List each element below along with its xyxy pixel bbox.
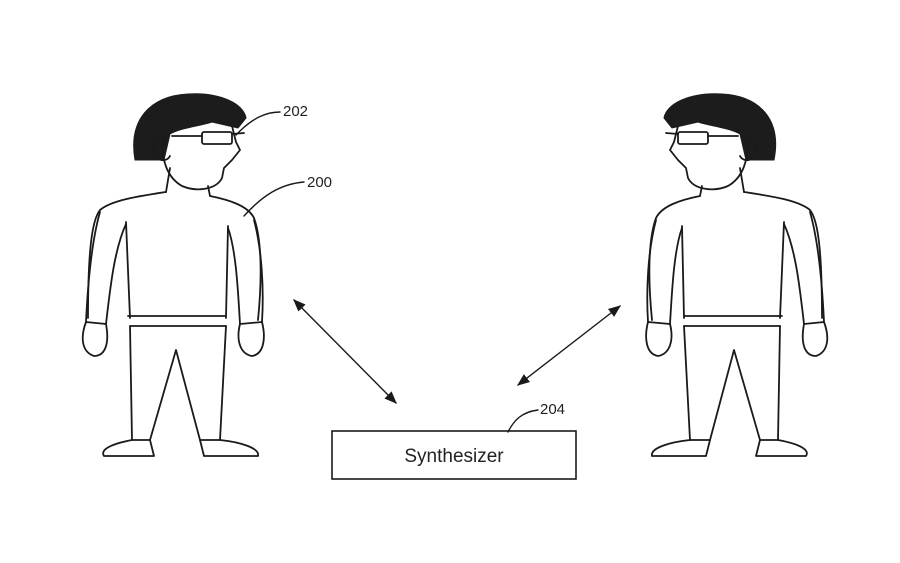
- left-person-feet: [102, 439, 259, 457]
- left-person-head: [162, 125, 241, 191]
- right-person-arms: [646, 211, 825, 325]
- left-person-legs: [129, 325, 227, 441]
- right-person-glasses: [665, 131, 739, 145]
- left-person-hands: [81, 321, 265, 357]
- right-person-feet: [651, 439, 808, 457]
- leader-202: [235, 111, 281, 136]
- right-person-ear: [739, 138, 758, 162]
- left-person: [81, 93, 265, 457]
- left-person-glasses: [171, 131, 245, 145]
- left-person-ear: [152, 138, 171, 162]
- left-person-neck: [165, 167, 211, 197]
- right-person: [645, 93, 829, 457]
- right-person-neck: [699, 167, 745, 197]
- ref-label-200: 200: [307, 174, 332, 191]
- synthesizer-box: [331, 430, 577, 480]
- leader-204: [507, 409, 539, 433]
- ref-label-204: 204: [540, 401, 565, 418]
- right-person-hair: [663, 93, 776, 161]
- synthesizer-label: Synthesizer: [404, 446, 504, 467]
- right-bidirectional-arrow: [517, 305, 621, 386]
- right-person-hands: [645, 321, 829, 357]
- right-person-head: [669, 125, 748, 191]
- right-person-legs: [683, 325, 781, 441]
- ref-label-202: 202: [283, 103, 308, 120]
- left-person-hair: [133, 93, 247, 161]
- left-person-arms: [85, 211, 264, 325]
- leader-200: [243, 181, 305, 217]
- left-bidirectional-arrow: [293, 299, 397, 404]
